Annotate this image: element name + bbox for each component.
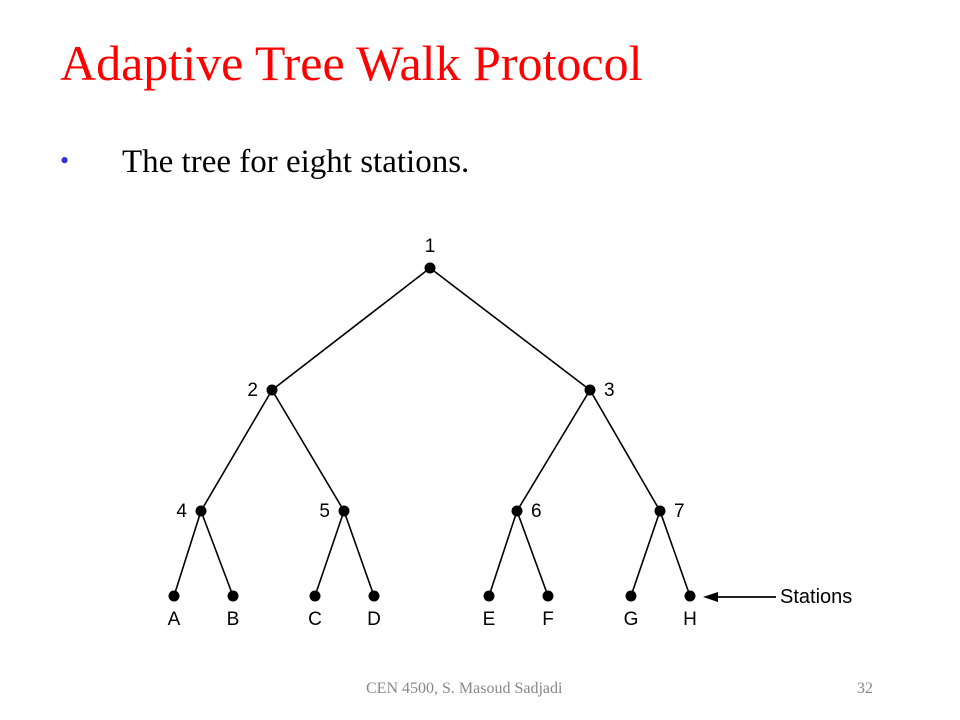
tree-edge (343, 510, 375, 597)
tree-edge (173, 510, 202, 597)
tree-node (584, 384, 596, 396)
node-label-1: 1 (425, 236, 436, 257)
stations-arrow-head-icon (703, 592, 718, 602)
bullet-dot-icon: • (60, 146, 70, 175)
tree-edge (271, 267, 431, 391)
tree-edge (516, 510, 549, 597)
station-node (483, 590, 495, 602)
tree-edge (271, 389, 345, 512)
tree-node (511, 505, 523, 517)
tree-edge (200, 510, 234, 597)
tree-edge (314, 510, 345, 597)
station-node (684, 590, 696, 602)
bullet-text: The tree for eight stations. (122, 144, 470, 180)
tree-node (266, 384, 278, 396)
tree-edge (630, 510, 661, 597)
station-node (227, 590, 239, 602)
tree-node (654, 505, 666, 517)
stations-label: Stations (780, 586, 852, 608)
node-label-2: 2 (247, 380, 258, 401)
station-label-A: A (168, 609, 181, 630)
node-label-4: 4 (176, 501, 187, 522)
station-node (168, 590, 180, 602)
footer-author: CEN 4500, S. Masoud Sadjadi (366, 680, 563, 697)
tree-node (195, 505, 207, 517)
tree-labels: 1 2 3 4 5 6 7A B C D E F G H (168, 236, 697, 630)
footer-page-number: 32 (857, 680, 873, 697)
tree-edge (589, 389, 661, 512)
stations-annotation: Stations (703, 586, 852, 608)
station-label-D: D (367, 609, 381, 630)
tree-edge (200, 389, 273, 512)
node-label-3: 3 (604, 380, 615, 401)
slide-title: Adaptive Tree Walk Protocol (60, 35, 643, 91)
station-node (368, 590, 380, 602)
station-label-E: E (483, 609, 496, 630)
tree-node (338, 505, 350, 517)
station-label-F: F (542, 609, 554, 630)
tree-nodes (168, 262, 696, 602)
station-node (309, 590, 321, 602)
tree-edges (173, 267, 691, 597)
node-label-6: 6 (531, 501, 542, 522)
station-label-B: B (227, 609, 240, 630)
tree-edge (488, 510, 518, 597)
tree-edge (659, 510, 691, 597)
station-node (542, 590, 554, 602)
station-label-C: C (308, 609, 322, 630)
tree-node (424, 262, 436, 274)
station-label-G: G (624, 609, 639, 630)
tree-edge (516, 389, 591, 512)
tree-edge (429, 267, 591, 391)
station-node (625, 590, 637, 602)
node-label-5: 5 (319, 501, 330, 522)
node-label-7: 7 (674, 501, 685, 522)
station-label-H: H (683, 609, 697, 630)
